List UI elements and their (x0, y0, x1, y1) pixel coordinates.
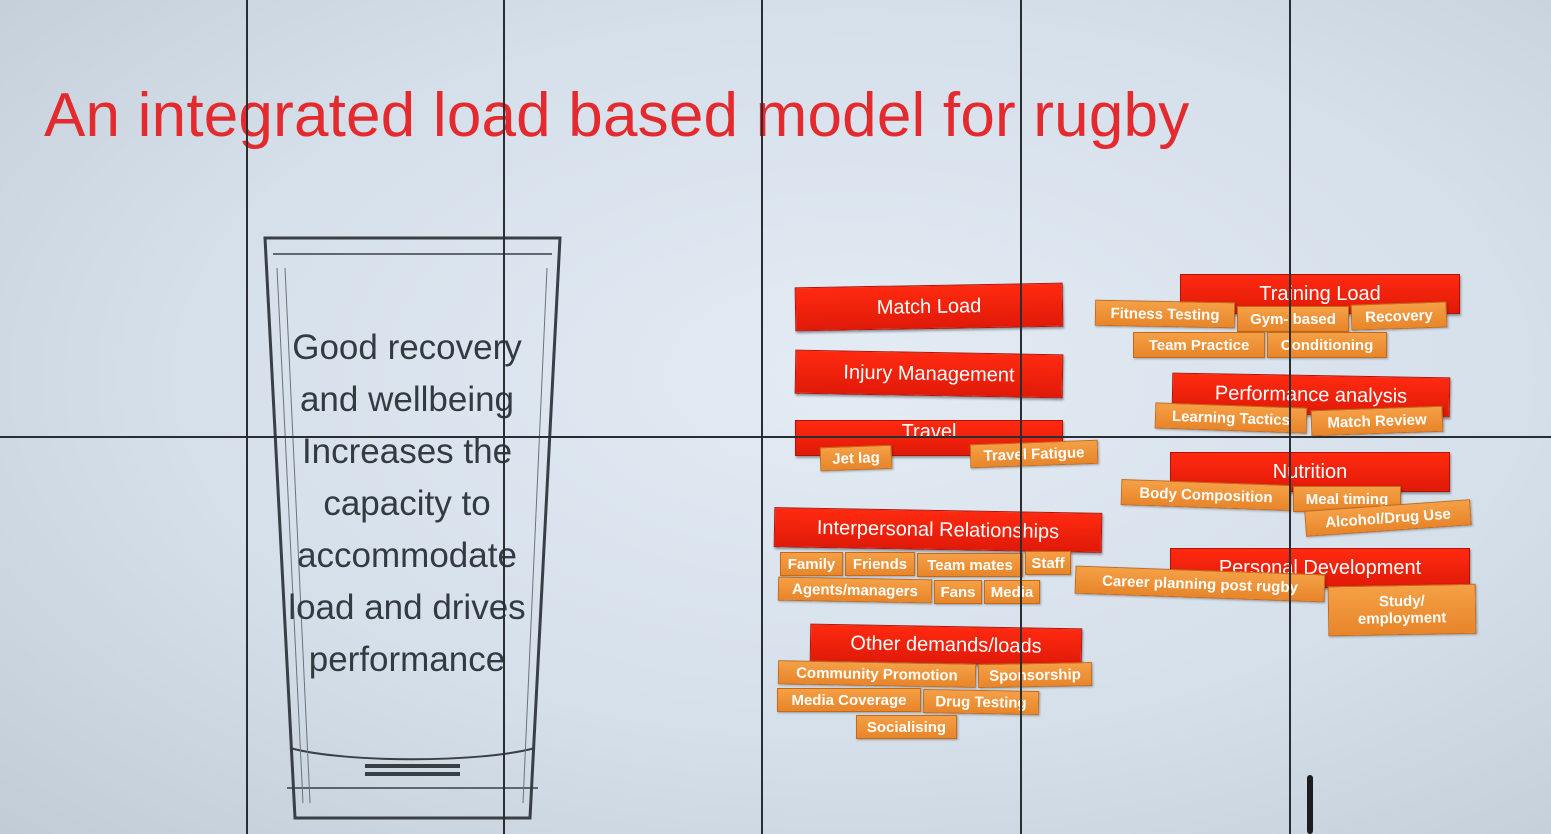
glass-text-line: Good recovery (292, 328, 522, 367)
training-load-item: Team Practice (1133, 332, 1265, 358)
other-demands-item: Media Coverage (777, 688, 921, 712)
grid-line (0, 436, 1551, 438)
interpersonal-relationships-box: Interpersonal Relationships (773, 507, 1103, 553)
grid-line (1020, 0, 1022, 834)
grid-line (761, 0, 763, 834)
interpersonal-item: Team mates (917, 553, 1023, 577)
other-demands-item: Socialising (856, 715, 957, 739)
glass-text-line: capacity to (323, 484, 491, 523)
training-load-item: Gym- based (1237, 306, 1349, 332)
glass-text-line: accommodate (297, 536, 517, 575)
interpersonal-item: Staff (1025, 551, 1071, 575)
interpersonal-item: Family (780, 552, 843, 576)
interpersonal-item: Friends (845, 552, 915, 576)
other-demands-item: Sponsorship (977, 662, 1093, 688)
interpersonal-item: Media (984, 580, 1040, 604)
other-demands-item: Community Promotion (777, 660, 977, 688)
injury-management-box: Injury Management (794, 349, 1064, 399)
travel-item: Jet lag (819, 444, 893, 472)
match-load-box: Match Load (794, 282, 1064, 332)
performance-analysis-item: Learning Tactics (1154, 402, 1308, 434)
training-load-item: Fitness Testing (1094, 299, 1236, 329)
grid-line (503, 0, 505, 834)
training-load-item: Conditioning (1267, 332, 1387, 358)
glass-text-line: load and drives (288, 588, 526, 627)
grid-line (246, 0, 248, 834)
pointer-stick-icon (1307, 775, 1313, 834)
training-load-item: Recovery (1350, 301, 1448, 331)
travel-item: Travel Fatigue (969, 439, 1099, 469)
other-demands-box: Other demands/loads (809, 623, 1083, 667)
personal-development-item: Study/ employment (1327, 583, 1477, 637)
grid-line (1289, 0, 1291, 834)
glass-text-line: performance (308, 640, 506, 679)
glass-text-line: Increases the (301, 432, 513, 471)
interpersonal-item: Fans (934, 580, 982, 604)
interpersonal-item: Agents/managers (777, 576, 933, 604)
performance-analysis-item: Match Review (1310, 405, 1444, 437)
nutrition-item: Body Composition (1120, 479, 1292, 511)
glass-text: Good recovery and wellbeing Increases th… (262, 322, 552, 686)
pint-glass-icon (263, 236, 562, 820)
slide-title: An integrated load based model for rugby (44, 81, 1190, 150)
glass-text-line: and wellbeing (299, 380, 515, 419)
nutrition-box: Nutrition (1170, 452, 1450, 492)
